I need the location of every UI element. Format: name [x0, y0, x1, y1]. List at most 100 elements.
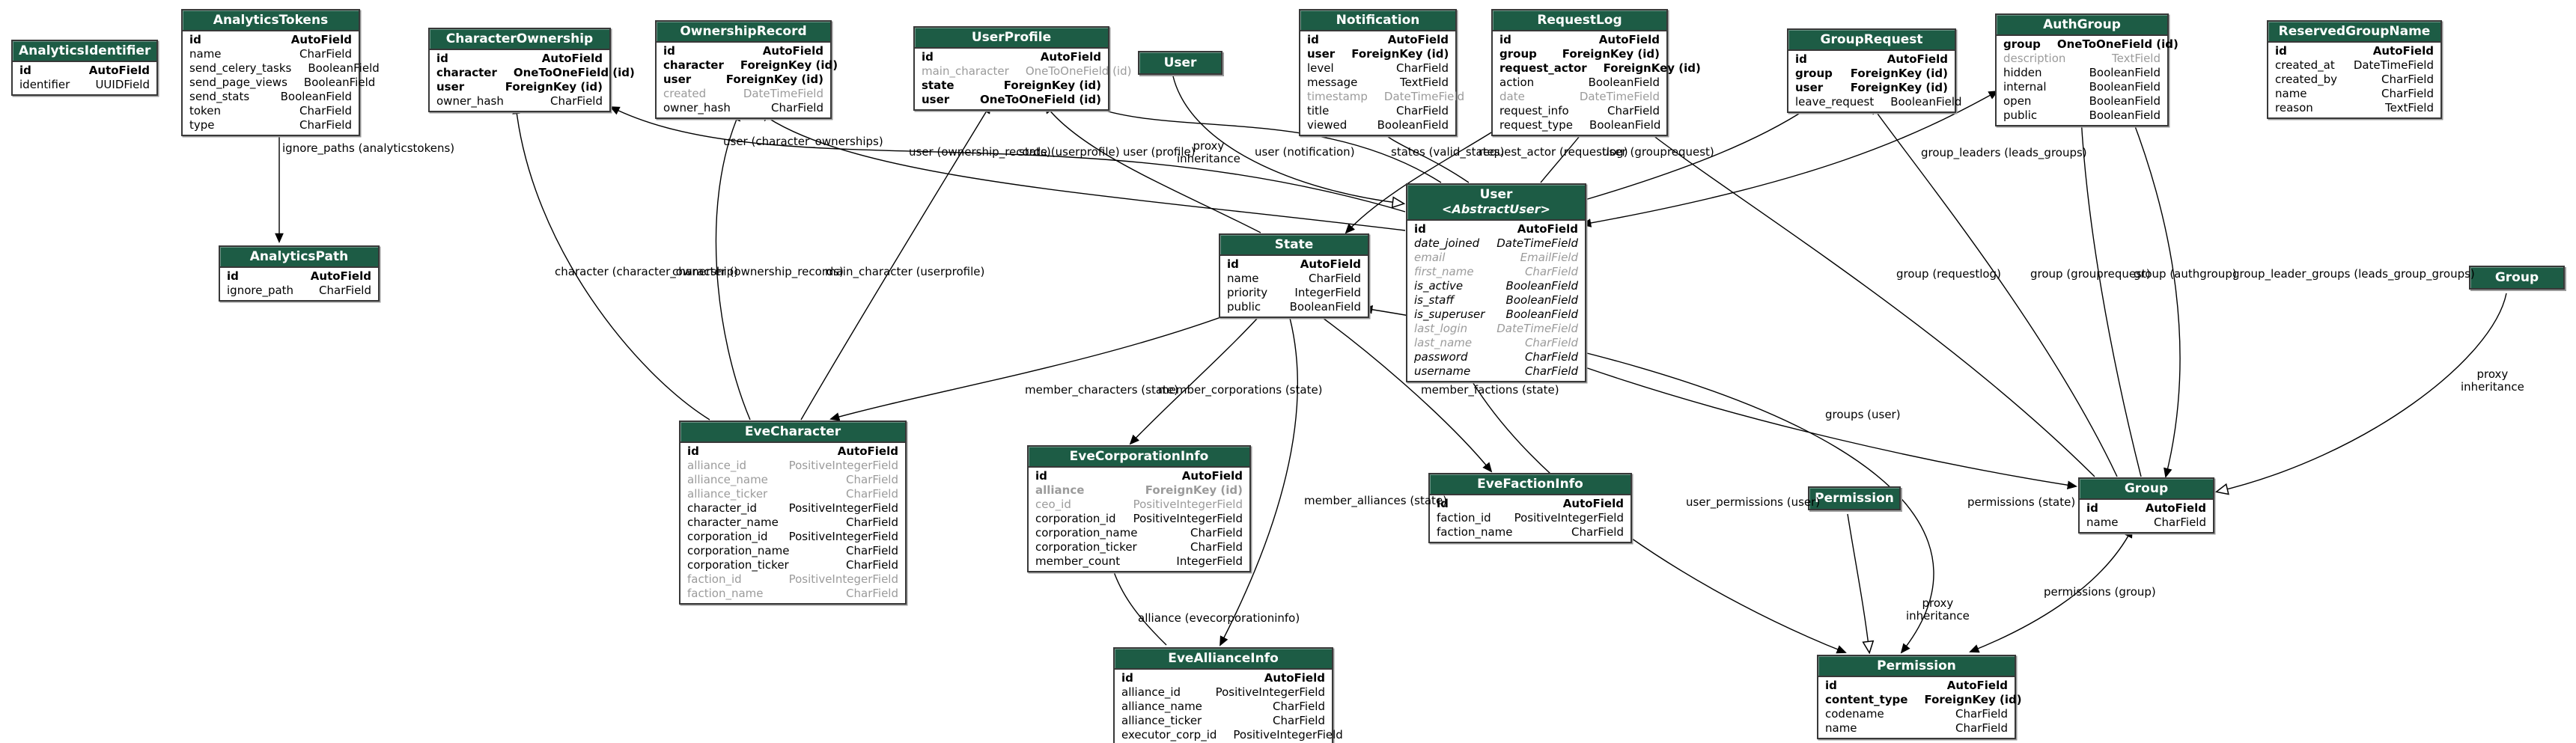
field-type: BooleanField — [1505, 293, 1578, 307]
field-type: DateTimeField — [2353, 58, 2434, 72]
field-name: first_name — [1414, 265, 1474, 278]
table-title: EveCorporationInfo — [1069, 449, 1209, 464]
edge-label: group (authgroup) — [2134, 267, 2237, 281]
field-name: character — [436, 66, 497, 79]
field-type: OneToOneField (id) — [2056, 37, 2178, 51]
field-type: BooleanField — [280, 90, 352, 103]
field-type: AutoField — [1887, 52, 1948, 66]
field-name: title — [1307, 104, 1330, 117]
field-type: CharField — [1571, 525, 1624, 539]
field-name: id — [1121, 671, 1133, 685]
edge-state-userprofile — [1044, 103, 1261, 233]
edge-label: proxy inheritance — [1906, 596, 1970, 623]
field-name: timestamp — [1307, 90, 1368, 103]
field-name: main_character — [922, 64, 1009, 78]
field-name: message — [1307, 76, 1358, 89]
field-type: PositiveIntegerField — [1233, 728, 1343, 742]
edge-user-group-groups — [1554, 355, 2077, 490]
field-name: id — [663, 44, 675, 58]
field-name: action — [1499, 76, 1535, 89]
field-name: id — [1437, 497, 1449, 510]
field-type: CharField — [1524, 265, 1578, 278]
edge-group-authgroup — [2077, 117, 2142, 477]
edge-group-grouprequest — [1870, 104, 2118, 477]
field-type: AutoField — [88, 64, 150, 77]
field-name: group — [2003, 37, 2041, 51]
field-type: CharField — [1955, 707, 2008, 721]
field-type: AutoField — [762, 44, 823, 58]
field-type: ForeignKey (id) — [1603, 61, 1701, 75]
edge-label: group_leader_groups (leads_group_groups) — [2232, 267, 2475, 281]
table-title: AuthGroup — [2043, 17, 2121, 32]
field-name: state — [922, 79, 954, 92]
field-type: CharField — [2381, 87, 2434, 100]
field-type: CharField — [846, 487, 898, 501]
field-row-group: group OneToOneField (id) — [1997, 37, 2178, 52]
table-title: AnalyticsIdentifier — [19, 43, 151, 58]
field-name: open — [2003, 94, 2032, 108]
field-name: corporation_ticker — [687, 558, 789, 572]
field-type: AutoField — [837, 444, 898, 458]
field-type: PositiveIntegerField — [788, 501, 898, 515]
field-name: user — [663, 73, 692, 86]
field-name: date — [1499, 90, 1525, 103]
table-title: Notification — [1336, 13, 1420, 28]
field-type: AutoField — [1387, 33, 1449, 46]
field-name: name — [189, 47, 222, 61]
field-name: id — [922, 50, 934, 64]
field-name: corporation_id — [1035, 512, 1116, 525]
field-name: id — [189, 33, 201, 46]
field-name: last_login — [1414, 322, 1468, 335]
field-name: group — [1795, 67, 1833, 80]
edge-user-ownershiprecord — [759, 111, 1406, 231]
edge-label: group (requestlog) — [1896, 267, 2001, 281]
field-name: user — [922, 93, 950, 106]
table-title: EveCharacter — [744, 424, 841, 439]
field-name: codename — [1825, 707, 1884, 721]
field-name: id — [1825, 679, 1837, 692]
field-name: corporation_id — [687, 530, 768, 543]
edge-state-requestlog-valid_states — [1345, 123, 1505, 234]
field-type: CharField — [299, 104, 352, 117]
field-name: public — [2003, 108, 2038, 122]
field-type: DateTimeField — [1496, 322, 1578, 335]
edge-label: alliance (evecorporationinfo) — [1138, 611, 1300, 625]
table-header-requestlog: RequestLog — [1493, 10, 1666, 31]
field-name: alliance — [1035, 483, 1085, 497]
field-name: created_by — [2275, 73, 2338, 86]
field-type: PositiveIntegerField — [788, 572, 898, 586]
